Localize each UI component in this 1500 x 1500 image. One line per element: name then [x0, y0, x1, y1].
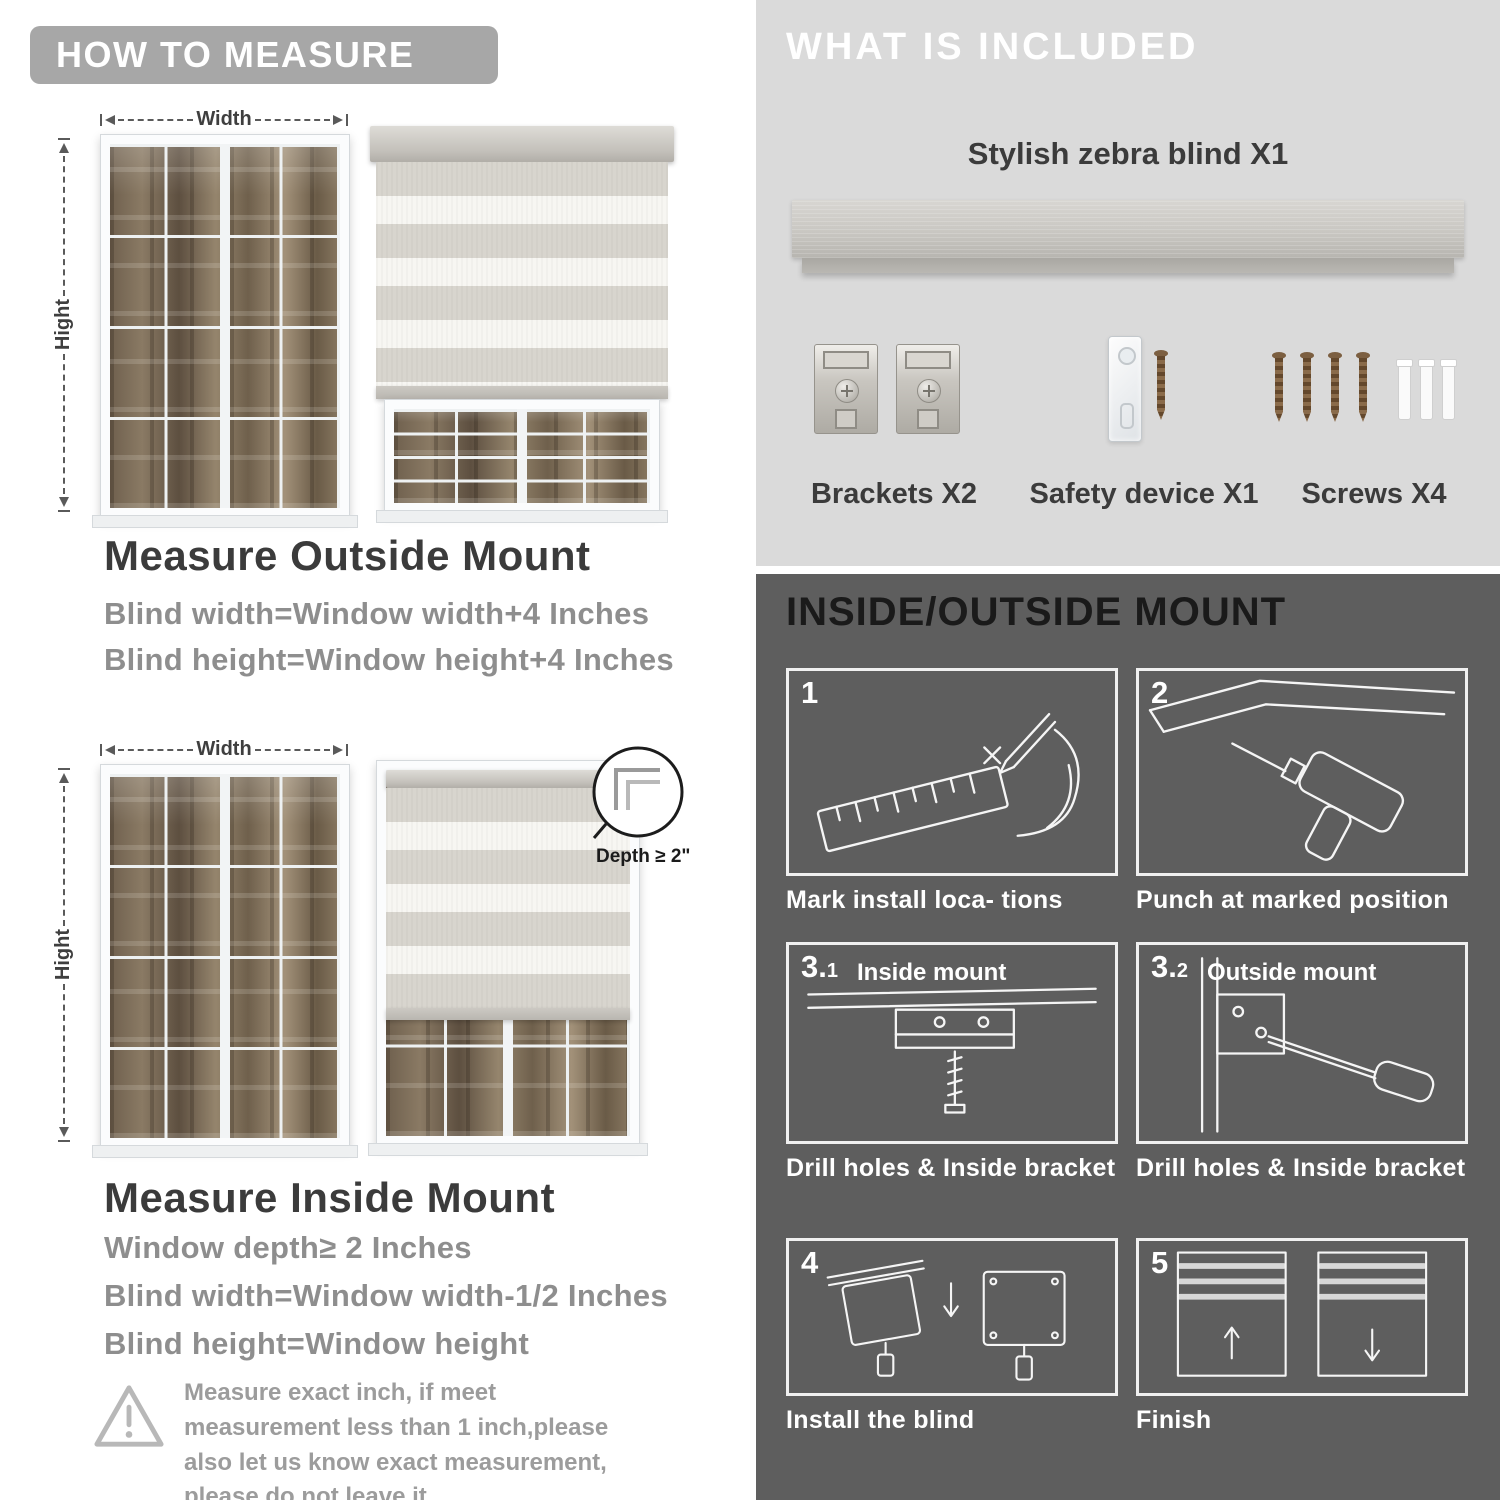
depth-detail-circle-icon: [592, 746, 684, 839]
step-5-panel: 5: [1136, 1238, 1468, 1396]
inside-mount-blind-illustration: [368, 760, 648, 1156]
window-lower-part: [376, 399, 668, 523]
install-blind-illustration: [826, 1259, 1066, 1381]
measure-tick: [346, 113, 349, 126]
step-2-caption: Punch at marked position: [1136, 886, 1449, 914]
measure-note: Measure exact inch, if meet measurement …: [184, 1379, 609, 1500]
bracket-icon: [814, 344, 878, 434]
arrowhead-left-icon: [105, 114, 115, 125]
screw-icon: [1272, 352, 1286, 424]
window-illustration: [92, 764, 358, 1158]
warning-triangle-icon: [94, 1385, 164, 1447]
window-illustration: [92, 134, 358, 528]
width-label: Width: [196, 738, 252, 760]
wall-anchor-icon: [1440, 359, 1457, 420]
brackets-label: Brackets X2: [810, 478, 978, 510]
screw-icon: [1328, 352, 1342, 424]
window-sill: [92, 515, 358, 528]
step-5-caption: Finish: [1136, 1406, 1212, 1434]
finish-illustration: [1176, 1251, 1428, 1377]
width-label: Width: [196, 108, 252, 130]
step-4-panel: 4: [786, 1238, 1118, 1396]
inside-mount-title: Measure Inside Mount: [104, 1174, 556, 1221]
safety-device-label: Safety device X1: [1029, 478, 1259, 510]
wall-anchor-icon: [1396, 359, 1413, 420]
step-4-caption: Install the blind: [786, 1406, 975, 1434]
arrowhead-left-icon: [105, 744, 115, 755]
height-label: Hight: [52, 929, 74, 981]
outside-mount-blind-illustration: [370, 126, 674, 523]
height-measure-arrow: Hight: [52, 768, 75, 1142]
step-1-caption: Mark install loca- tions: [786, 886, 1063, 914]
product-label: Stylish zebra blind X1: [967, 136, 1289, 171]
mount-section-title: INSIDE/OUTSIDE MOUNT: [786, 590, 1287, 634]
blind-bottom-rail: [376, 386, 668, 399]
outside-rule-1: Blind width=Window width+4 Inches: [104, 596, 650, 631]
what-is-included-section: WHAT IS INCLUDED Stylish zebra blind X1 …: [756, 0, 1500, 566]
window-muntins: [110, 144, 340, 508]
blind-headrail: [386, 770, 630, 788]
mark-locations-illustration: [816, 712, 1080, 853]
outside-rule-2: Blind height=Window height+4 Inches: [104, 642, 674, 677]
step-1-panel: 1: [786, 668, 1118, 876]
inside-mount-label: Inside mount: [857, 959, 1007, 986]
outside-bracket-illustration: [1200, 957, 1435, 1133]
screws-label: Screws X4: [1301, 478, 1447, 510]
outside-mount-label: Outside mount: [1207, 959, 1377, 986]
zebra-shade: [386, 788, 630, 1008]
step-3-2-caption: Drill holes & Inside bracket: [1136, 1154, 1466, 1182]
height-label: Hight: [52, 299, 74, 351]
blind-bottom-rail: [386, 1008, 630, 1020]
arrowhead-right-icon: [333, 114, 344, 125]
how-to-measure-banner: HOW TO MEASURE: [30, 26, 498, 84]
arrowhead-down-icon: [58, 497, 69, 507]
width-measure-arrow: Width: [100, 738, 349, 761]
mount-steps-section: INSIDE/OUTSIDE MOUNT 1: [756, 574, 1500, 1500]
inside-bracket-illustration: [807, 987, 1097, 1114]
bracket-icon: [896, 344, 960, 434]
step-3-1-caption: Drill holes & Inside bracket: [786, 1154, 1116, 1182]
drill-illustration: [1148, 679, 1456, 861]
step-2-panel: 2: [1136, 668, 1468, 876]
depth-badge: Depth ≥ 2": [596, 846, 691, 867]
measure-tick: [100, 113, 102, 126]
step-3-1-panel: 3.1 Inside mount: [786, 942, 1118, 1144]
arrowhead-up-icon: [58, 143, 69, 153]
width-measure-arrow: Width: [100, 108, 349, 131]
wall-anchor-icon: [1418, 359, 1435, 420]
safety-device-icon: [1108, 336, 1142, 442]
zebra-blind-roll-illustration: [792, 200, 1464, 258]
step-3-2-panel: 3.2 Outside mount: [1136, 942, 1468, 1144]
inside-rule-3: Blind height=Window height: [104, 1326, 530, 1361]
zebra-shade: [376, 162, 668, 386]
arrowhead-down-icon: [58, 1127, 69, 1137]
arrowhead-up-icon: [58, 773, 69, 783]
outside-mount-title: Measure Outside Mount: [104, 532, 591, 579]
inside-rule-2: Blind width=Window width-1/2 Inches: [104, 1278, 668, 1313]
blind-headrail: [370, 126, 674, 162]
height-measure-arrow: Hight: [52, 138, 75, 512]
zebra-blind-roll-underside: [802, 258, 1454, 273]
screw-icon: [1300, 352, 1314, 424]
arrowhead-right-icon: [333, 744, 344, 755]
screw-icon: [1154, 350, 1168, 422]
screw-icon: [1356, 352, 1370, 424]
inside-rule-1: Window depth≥ 2 Inches: [104, 1230, 472, 1265]
what-is-included-banner: WHAT IS INCLUDED: [786, 26, 1199, 68]
